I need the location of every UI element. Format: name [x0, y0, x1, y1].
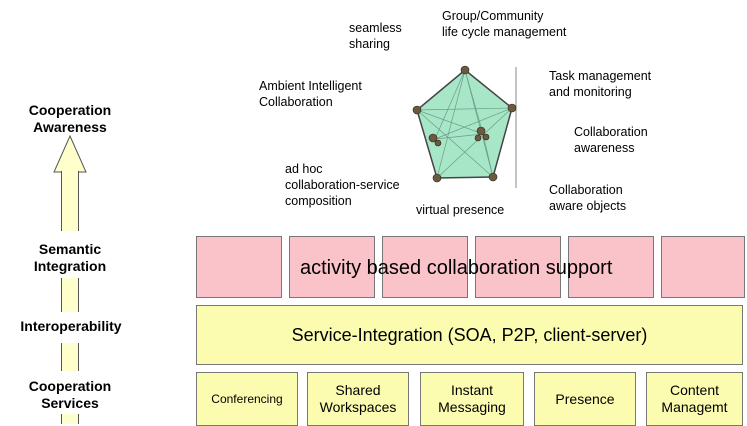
feature-label: Collaboration [549, 183, 623, 197]
activity-box [568, 236, 654, 298]
arrow-shaft [61, 278, 79, 312]
arrow-head [53, 134, 87, 173]
level-label: Semantic [38, 241, 102, 257]
activity-box [196, 236, 282, 298]
service-box-presence: Presence [534, 372, 636, 426]
level-interoperability: Interoperability [6, 318, 136, 335]
level-label: Interoperability [20, 318, 122, 334]
feature-label: Group/Community [442, 9, 544, 23]
level-cooperation-services: Cooperation Services [12, 378, 128, 412]
service-integration-label: Service-Integration (SOA, P2P, client-se… [291, 324, 648, 345]
feature-task-management: Task management and monitoring [549, 68, 651, 100]
feature-aware-objects: Collaboration aware objects [549, 182, 626, 214]
level-label: Services [41, 395, 99, 411]
service-label: Presence [555, 391, 615, 407]
activity-box [661, 236, 745, 298]
feature-label: aware objects [549, 199, 627, 213]
service-integration-layer: Service-Integration (SOA, P2P, client-se… [196, 305, 743, 365]
arrow-shaft [61, 343, 79, 371]
level-label: Awareness [33, 119, 107, 135]
feature-label: Ambient Intelligent [259, 79, 362, 93]
feature-label: awareness [574, 141, 635, 155]
feature-label: collaboration-service [285, 178, 400, 192]
feature-ad-hoc-composition: ad hoc collaboration-service composition [285, 161, 400, 209]
level-label: Cooperation [28, 102, 112, 118]
feature-ambient-collaboration: Ambient Intelligent Collaboration [259, 78, 362, 110]
service-label: Conferencing [211, 392, 283, 406]
feature-label: Collaboration [574, 125, 648, 139]
feature-label: life cycle management [442, 25, 567, 39]
feature-label: Task management [549, 69, 652, 83]
service-label: Content [669, 382, 720, 398]
service-box-instant-messaging: Instant Messaging [420, 372, 524, 426]
service-label: Instant [450, 382, 493, 398]
service-label: Messaging [438, 399, 506, 415]
activity-box [382, 236, 468, 298]
feature-label: sharing [349, 37, 390, 51]
arrow-shaft [61, 171, 79, 231]
service-box-shared-workspaces: Shared Workspaces [307, 372, 409, 426]
arrow-shaft [61, 414, 79, 424]
service-box-content-management: Content Managemt [646, 372, 743, 426]
service-label: Workspaces [319, 399, 397, 415]
activity-box [289, 236, 375, 298]
service-label: Managemt [661, 399, 728, 415]
feature-virtual-presence: virtual presence [416, 202, 504, 218]
level-cooperation-awareness: Cooperation Awareness [12, 102, 128, 136]
feature-label: virtual presence [416, 203, 505, 217]
feature-label: and monitoring [549, 85, 632, 99]
level-semantic-integration: Semantic Integration [12, 241, 128, 275]
feature-label: ad hoc [285, 162, 323, 176]
feature-seamless-sharing: seamless sharing [349, 20, 402, 52]
feature-label: seamless [349, 21, 402, 35]
service-label: Shared [335, 382, 381, 398]
level-label: Cooperation [28, 378, 112, 394]
activity-box [475, 236, 561, 298]
feature-collaboration-awareness: Collaboration awareness [574, 124, 648, 156]
feature-group-community: Group/Community life cycle management [442, 8, 566, 40]
service-box-conferencing: Conferencing [196, 372, 298, 426]
collaboration-network-image [412, 65, 517, 188]
feature-label: composition [285, 194, 352, 208]
level-label: Integration [33, 258, 107, 274]
feature-label: Collaboration [259, 95, 333, 109]
activity-layer-label: activity based collaboration support [300, 257, 613, 279]
